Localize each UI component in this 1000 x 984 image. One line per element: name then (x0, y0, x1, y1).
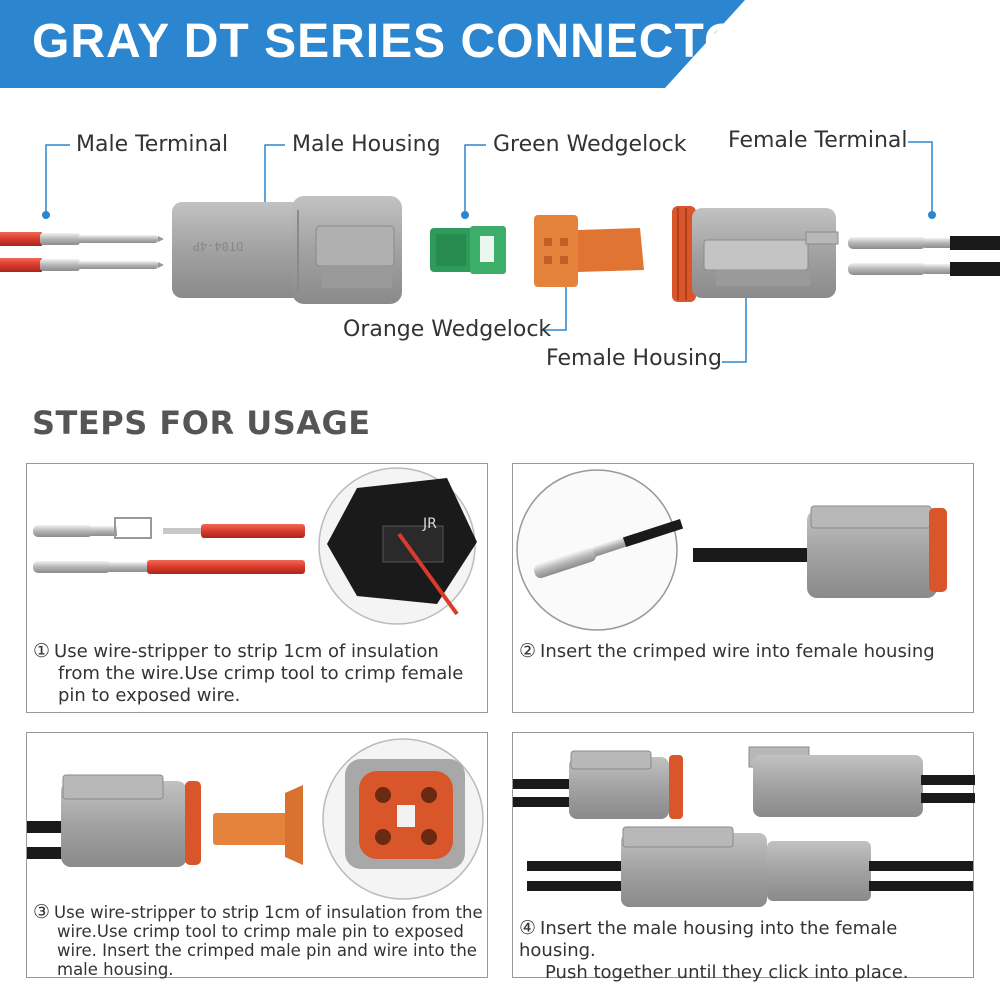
title-banner: GRAY DT SERIES CONNECTOR (0, 0, 1000, 88)
step-4-number: ④ (519, 917, 537, 939)
label-orange-wedgelock: Orange Wedgelock (343, 317, 552, 342)
step-2-illustration (516, 469, 947, 631)
female-terminal-right (848, 236, 1000, 276)
step-4-illustration (513, 746, 975, 907)
male-housing-part: DT04-4P (172, 196, 402, 304)
banner-shape (0, 0, 745, 88)
green-wedgelock-part (430, 226, 506, 274)
step-3-number: ③ (33, 901, 51, 923)
female-housing-part (672, 206, 839, 302)
page-title: GRAY DT SERIES CONNECTOR (32, 15, 778, 68)
step-2-number: ② (519, 640, 537, 662)
male-terminal-left (0, 232, 164, 272)
step-1-number: ① (33, 640, 51, 662)
label-female-housing: Female Housing (546, 346, 722, 371)
step-3-illustration (27, 738, 484, 900)
step-1-illustration: JR (33, 467, 477, 625)
label-female-terminal: Female Terminal (728, 128, 908, 153)
label-male-housing: Male Housing (292, 132, 441, 157)
label-green-wedgelock: Green Wedgelock (493, 132, 687, 157)
orange-wedgelock-part (534, 215, 644, 287)
label-male-terminal: Male Terminal (76, 132, 229, 157)
connector-diagram: DT04-4P (0, 141, 1000, 363)
steps-heading: STEPS FOR USAGE (32, 404, 371, 442)
tool-brand: JR (422, 516, 437, 532)
housing-part-number: DT04-4P (193, 239, 244, 253)
